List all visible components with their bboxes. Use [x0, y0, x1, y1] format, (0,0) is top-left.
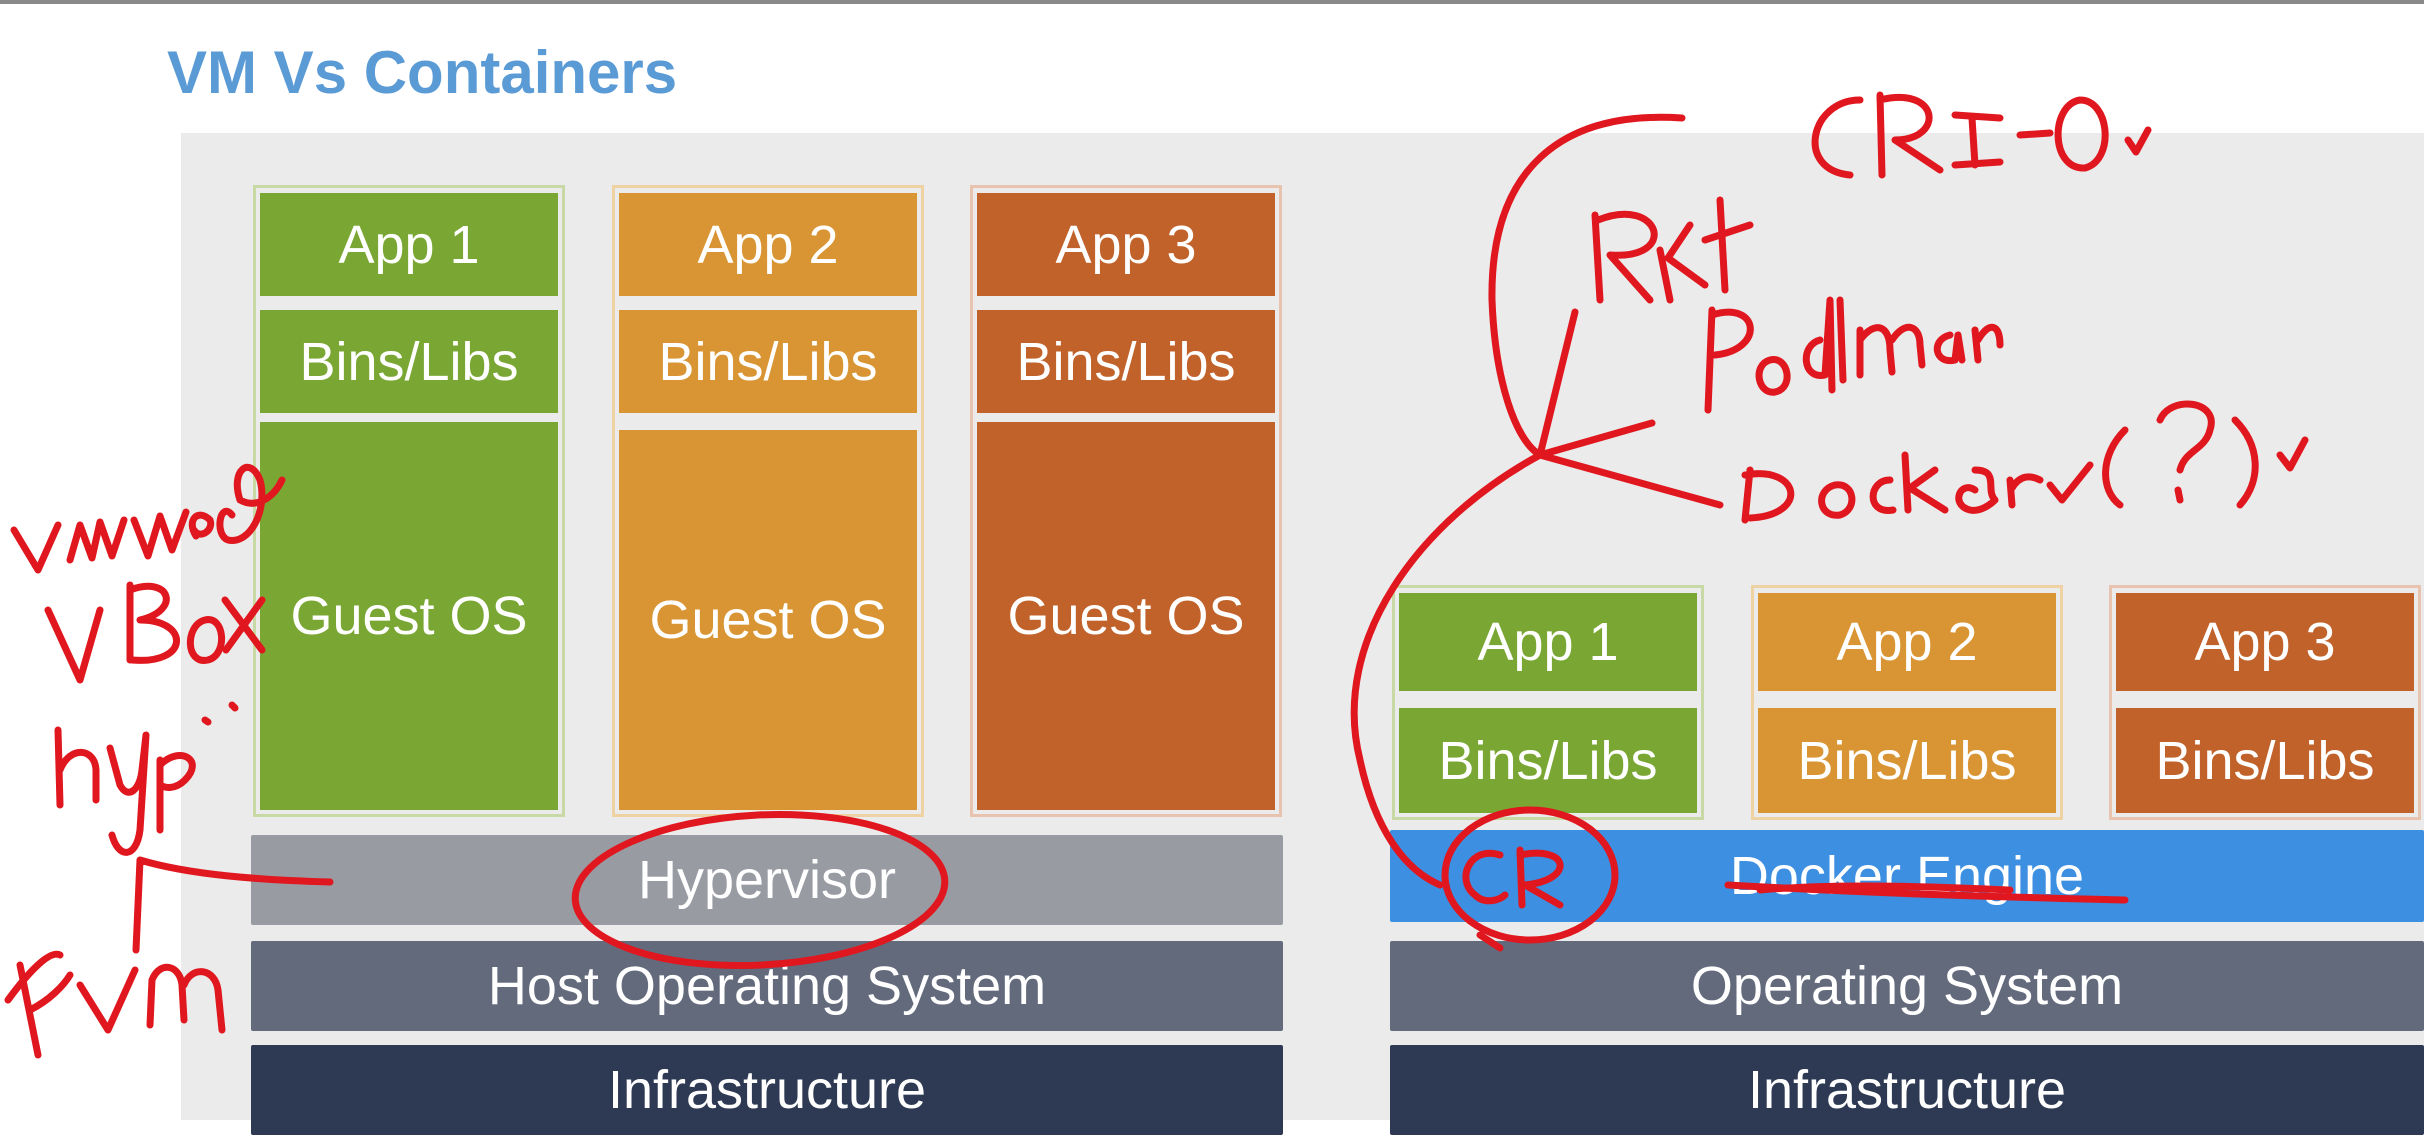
vm-infrastructure-bar: Infrastructure — [251, 1045, 1283, 1135]
docker-engine-bar: Docker Engine — [1390, 830, 2424, 922]
container-column-2-frame — [1751, 585, 2063, 820]
vm-guest-os-2: Guest OS — [619, 430, 917, 810]
container-app-2: App 2 — [1758, 593, 2056, 691]
container-libs-2: Bins/Libs — [1758, 708, 2056, 813]
vm-app-2: App 2 — [619, 193, 917, 296]
vm-app-1: App 1 — [260, 193, 558, 296]
slide-title: VM Vs Containers — [167, 39, 678, 106]
container-libs-1: Bins/Libs — [1399, 708, 1697, 813]
vm-guest-os-1: Guest OS — [260, 422, 558, 810]
container-infrastructure-bar: Infrastructure — [1390, 1045, 2424, 1135]
vm-libs-3: Bins/Libs — [977, 310, 1275, 413]
vm-libs-2: Bins/Libs — [619, 310, 917, 413]
host-os-bar: Host Operating System — [251, 941, 1283, 1031]
container-app-1: App 1 — [1399, 593, 1697, 691]
vm-column-3-frame — [970, 185, 1282, 817]
container-app-3: App 3 — [2116, 593, 2414, 691]
hypervisor-bar: Hypervisor — [251, 835, 1283, 925]
vm-libs-1: Bins/Libs — [260, 310, 558, 413]
container-column-3-frame — [2109, 585, 2421, 820]
vm-app-3: App 3 — [977, 193, 1275, 296]
container-libs-3: Bins/Libs — [2116, 708, 2414, 813]
container-os-bar: Operating System — [1390, 941, 2424, 1031]
top-border — [0, 0, 2424, 4]
vm-guest-os-3: Guest OS — [977, 422, 1275, 810]
